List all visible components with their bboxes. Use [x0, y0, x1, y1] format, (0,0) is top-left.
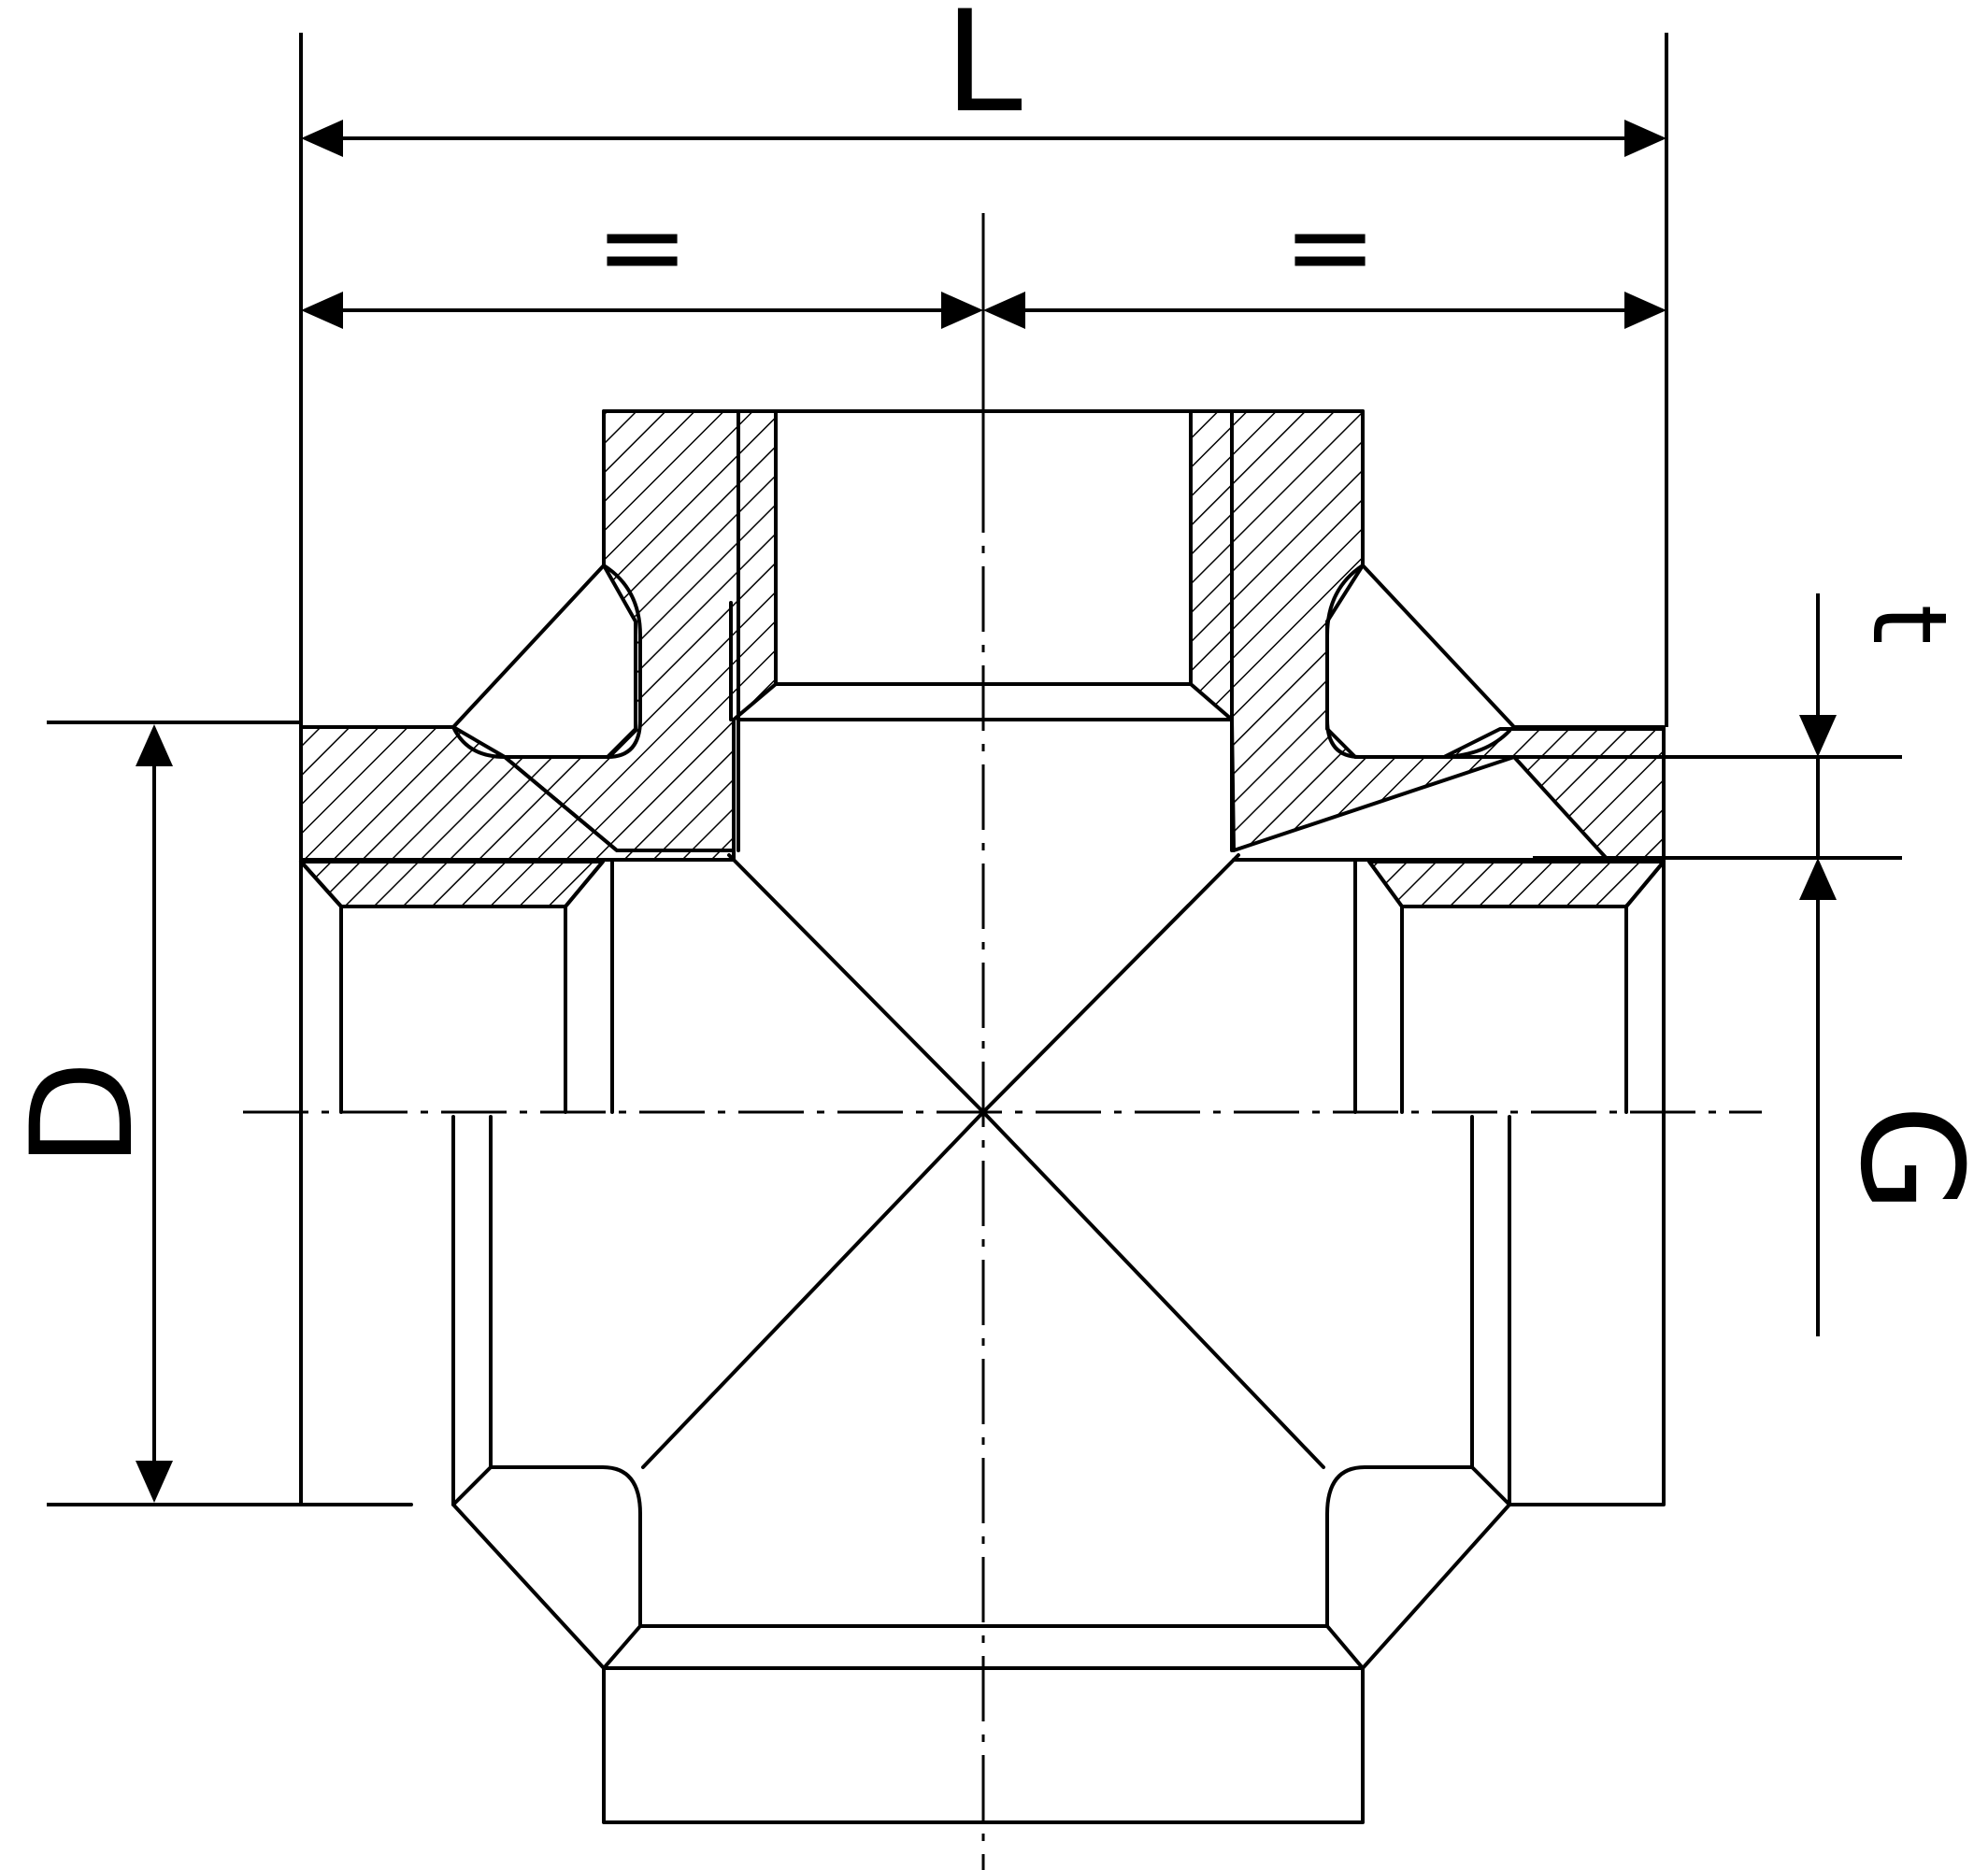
label-half-left: = — [595, 182, 690, 312]
bottom-socket-outline — [602, 1624, 1365, 1824]
arrow-G-up — [1799, 858, 1837, 900]
right-socket-bore — [1353, 858, 1666, 1114]
arrow-D-top — [136, 724, 173, 766]
arrow-L-right — [1624, 120, 1666, 157]
left-lower-socket — [451, 1115, 493, 1506]
arrow-half-right-start — [983, 292, 1025, 329]
arrow-t-down — [1799, 715, 1837, 757]
hatch-left-chamfer — [299, 860, 605, 908]
bottom-left-elbow — [451, 1465, 642, 1670]
bottom-right-elbow — [1325, 1465, 1511, 1670]
diagonal-line-upper-left — [727, 853, 985, 1114]
top-left-elbow — [451, 564, 642, 759]
left-socket-bore — [299, 858, 614, 1114]
label-D: D — [2, 1060, 164, 1168]
hatch-right-chamfer — [1367, 860, 1666, 908]
center-lines — [243, 213, 1762, 1870]
dimensions — [47, 33, 1902, 1506]
top-socket-bore — [737, 409, 1234, 852]
top-socket-outline — [602, 409, 1365, 567]
right-lower-socket — [1470, 1115, 1511, 1506]
label-t: t — [1850, 604, 1969, 644]
label-L: L — [944, 0, 1023, 144]
arrow-L-left — [301, 120, 343, 157]
diagonal-line-lower-left — [641, 1110, 985, 1469]
top-right-elbow — [1325, 564, 1516, 759]
right-socket-outline — [1232, 725, 1666, 1506]
label-G: G — [1829, 1105, 1988, 1213]
label-half-right: = — [1283, 182, 1378, 312]
arrowheads — [136, 120, 1837, 1503]
diagonal-line-lower-right — [981, 1110, 1325, 1469]
left-socket-outline — [299, 725, 736, 1506]
arrow-half-left-end — [941, 292, 983, 329]
arrow-D-bottom — [136, 1461, 173, 1503]
arrow-half-right-end — [1624, 292, 1666, 329]
diagonal-line-upper-right — [981, 853, 1240, 1114]
fitting-body — [299, 409, 1666, 1824]
arrow-half-left-start — [301, 292, 343, 329]
